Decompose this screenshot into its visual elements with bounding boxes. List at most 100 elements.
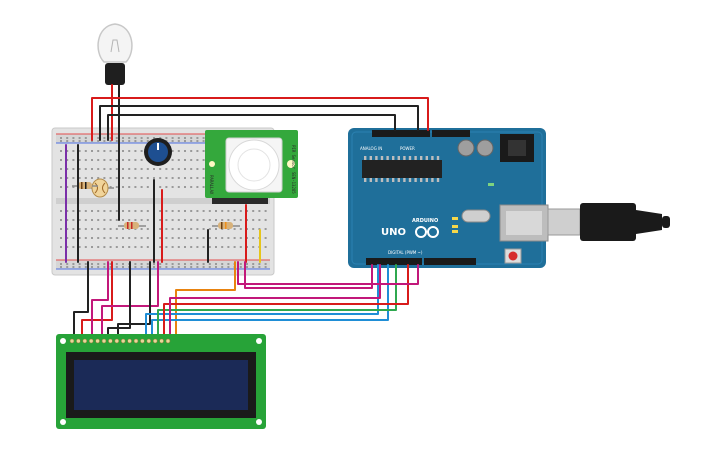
breadboard-hole — [264, 263, 267, 265]
breadboard-hole — [140, 219, 143, 221]
breadboard-hole — [227, 210, 230, 212]
digital-header-2 — [424, 258, 476, 265]
wire-lcd-red-1 — [81, 261, 113, 337]
breadboard-hole — [171, 140, 174, 142]
pir-hole-1 — [209, 161, 215, 167]
pir-dome-ring — [237, 148, 271, 182]
breadboard-hole — [184, 210, 186, 212]
breadboard-hole — [177, 228, 180, 230]
breadboard-hole — [233, 246, 236, 248]
breadboard-hole — [78, 246, 81, 248]
breadboard-hole — [60, 266, 62, 268]
breadboard-hole — [66, 219, 69, 221]
resistor-3 — [212, 222, 240, 229]
breadboard-hole — [115, 266, 118, 268]
capacitor-1 — [457, 139, 475, 157]
breadboard-hole — [103, 140, 106, 142]
breadboard-hole — [84, 263, 87, 265]
lcd-pin — [101, 338, 107, 344]
breadboard-hole — [165, 137, 168, 139]
analog-header — [432, 130, 470, 137]
breadboard-hole — [221, 266, 224, 268]
breadboard-hole — [60, 140, 62, 142]
breadboard-hole — [84, 228, 87, 230]
breadboard-hole — [128, 137, 131, 139]
breadboard-hole — [153, 266, 155, 268]
breadboard-hole — [78, 266, 81, 268]
breadboard-hole — [196, 186, 199, 188]
breadboard-hole — [97, 266, 100, 268]
wire-lcd-magenta-3 — [169, 264, 381, 337]
breadboard-hole — [91, 237, 93, 239]
resistor-1-band — [81, 182, 83, 189]
breadboard-hole — [66, 263, 69, 265]
breadboard-hole — [208, 266, 211, 268]
breadboard-hole — [202, 150, 205, 152]
breadboard-hole — [177, 210, 180, 212]
breadboard-hole — [146, 263, 149, 265]
breadboard-hole — [103, 177, 106, 179]
pir-sensor: PIR Sensor SEN-13285 PARALLAX — [205, 130, 298, 204]
breadboard-hole — [134, 137, 137, 139]
breadboard-hole — [239, 266, 242, 268]
breadboard-hole — [140, 186, 143, 188]
breadboard-hole — [140, 137, 143, 139]
breadboard-hole — [60, 237, 62, 239]
potentiometer-knob[interactable] — [148, 142, 168, 162]
breadboard-hole — [165, 266, 168, 268]
lcd-pin — [127, 338, 132, 344]
breadboard-hole — [91, 210, 93, 212]
breadboard-hole — [72, 263, 75, 265]
breadboard-hole — [171, 168, 174, 170]
wire-gnd-black-2 — [107, 114, 396, 141]
pir-dome — [228, 139, 280, 191]
breadboard-hole — [215, 263, 217, 265]
chip-pin — [392, 156, 395, 160]
chip-pin — [369, 178, 372, 182]
breadboard-hole — [190, 159, 193, 161]
chip-pin — [375, 156, 378, 160]
breadboard-hole — [159, 266, 162, 268]
breadboard-hole — [165, 168, 168, 170]
breadboard-hole — [78, 159, 81, 161]
breadboard-hole — [177, 168, 180, 170]
breadboard-hole — [184, 159, 186, 161]
breadboard-hole — [171, 150, 174, 152]
chip-pin — [420, 156, 423, 160]
breadboard-hole — [115, 186, 118, 188]
breadboard-hole — [140, 266, 143, 268]
breadboard-hole — [97, 263, 100, 265]
breadboard-hole — [109, 237, 112, 239]
breadboard-hole — [159, 137, 162, 139]
chip-pin — [414, 156, 417, 160]
breadboard-hole — [196, 168, 199, 170]
breadboard-hole — [140, 159, 143, 161]
chip-pin — [408, 156, 412, 160]
breadboard-hole — [153, 137, 155, 139]
breadboard-hole — [91, 219, 93, 221]
wire-pir-magenta — [244, 261, 373, 289]
breadboard-hole — [84, 137, 87, 139]
breadboard-hole — [91, 246, 93, 248]
breadboard-hole — [146, 266, 149, 268]
breadboard-hole — [134, 186, 137, 188]
bulb-glass — [97, 23, 133, 63]
breadboard-hole — [233, 228, 236, 230]
chip-pin — [414, 178, 417, 182]
breadboard-hole — [134, 246, 137, 248]
breadboard-hole — [159, 263, 162, 265]
breadboard-hole — [128, 159, 131, 161]
breadboard-hole — [78, 137, 81, 139]
breadboard-hole — [171, 177, 174, 179]
breadboard-hole — [165, 237, 168, 239]
reset-button[interactable] — [508, 251, 518, 261]
lcd-pin — [165, 338, 171, 344]
breadboard-hole — [208, 219, 211, 221]
breadboard-hole — [215, 219, 217, 221]
breadboard-hole — [246, 263, 248, 265]
breadboard-hole — [264, 266, 267, 268]
breadboard-hole — [84, 150, 87, 152]
breadboard-hole — [171, 246, 174, 248]
